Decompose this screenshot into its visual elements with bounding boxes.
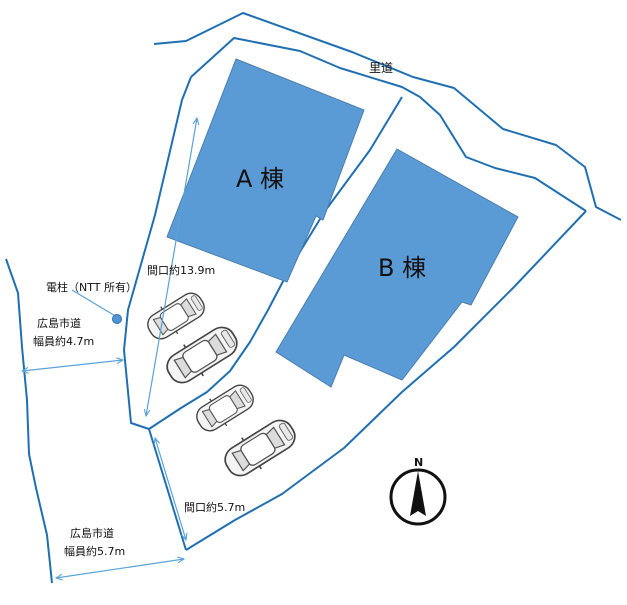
west-road-width-dimension bbox=[22, 360, 123, 371]
parking-cars bbox=[141, 285, 303, 485]
lot-boundary-west bbox=[123, 76, 192, 430]
lot-boundary-south bbox=[148, 428, 187, 551]
frontage-north-dimension bbox=[146, 118, 197, 416]
building-b-footprint bbox=[275, 148, 519, 388]
pole-leader-line bbox=[71, 289, 118, 318]
west-road-width: 幅員約4.7m bbox=[33, 334, 94, 348]
south-road-width-dimension bbox=[56, 559, 184, 578]
north-label: N bbox=[414, 456, 423, 469]
satomichi-label: 里道 bbox=[369, 61, 393, 75]
car-icon bbox=[141, 285, 211, 347]
building-b-label: B 棟 bbox=[378, 254, 426, 282]
road-edge-west bbox=[5, 258, 53, 584]
north-arrow-icon: N bbox=[389, 456, 447, 526]
road-edge-north-outer bbox=[153, 12, 622, 221]
lot-boundary-east bbox=[185, 210, 587, 551]
car-icon bbox=[217, 411, 303, 485]
frontage-south-dimension bbox=[155, 438, 186, 540]
dimension-lines bbox=[22, 118, 197, 578]
building-a: A 棟 bbox=[166, 58, 365, 283]
frontage-south-label: 間口約5.7m bbox=[184, 500, 245, 514]
car-icon bbox=[190, 377, 260, 439]
south-road-width: 幅員約5.7m bbox=[64, 544, 125, 558]
frontage-north-label: 間口約13.9m bbox=[147, 263, 215, 277]
building-b: B 棟 bbox=[275, 148, 519, 388]
building-a-label: A 棟 bbox=[236, 165, 284, 193]
pole-label: 電柱（NTT 所有） bbox=[46, 280, 137, 294]
west-road-name: 広島市道 bbox=[37, 316, 81, 330]
map-labels: 里道 間口約13.9m 電柱（NTT 所有） 広島市道 幅員約4.7m 間口約5… bbox=[33, 61, 393, 558]
south-road-name: 広島市道 bbox=[70, 526, 114, 540]
utility-pole-icon bbox=[112, 314, 122, 324]
road-edge-north-inner bbox=[190, 37, 587, 212]
